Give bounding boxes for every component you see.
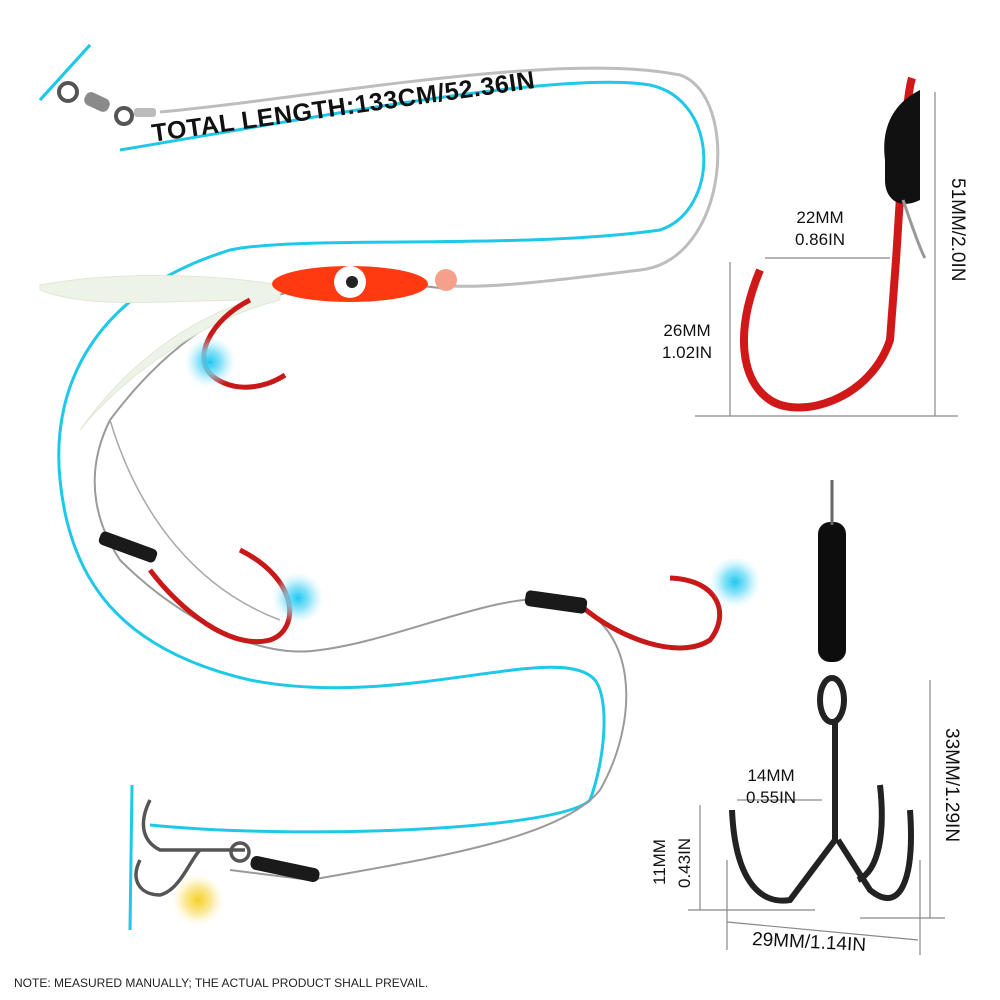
highlight-dot bbox=[272, 572, 324, 624]
highlight-dot bbox=[709, 556, 761, 608]
top-hook-length-label: 51MM/2.0IN bbox=[947, 178, 968, 282]
main-line bbox=[159, 66, 720, 288]
treble-length-label: 33MM/1.29IN bbox=[941, 728, 962, 843]
dimension-lines bbox=[688, 92, 958, 955]
squid-skirt bbox=[39, 275, 281, 431]
top-hook-gap-label: 22MM 0.86IN bbox=[795, 207, 845, 251]
start-marker bbox=[38, 43, 92, 102]
end-marker bbox=[128, 784, 134, 931]
gap-mm: 14MM bbox=[747, 766, 795, 785]
large-treble-hook bbox=[729, 480, 914, 904]
top-hook-height-label: 26MM 1.02IN bbox=[662, 320, 712, 364]
length-guide-curve bbox=[38, 43, 706, 834]
squid-lure bbox=[272, 266, 457, 302]
highlight-dot bbox=[184, 336, 236, 388]
swivel bbox=[57, 81, 156, 126]
treble-height-in-label: 0.43IN bbox=[675, 837, 694, 888]
highlight-dot bbox=[172, 874, 224, 926]
measurement-note: NOTE: MEASURED MANUALLY; THE ACTUAL PROD… bbox=[14, 976, 429, 990]
gap-in: 0.55IN bbox=[746, 788, 797, 807]
height-mm: 26MM bbox=[663, 321, 711, 340]
small-treble-hook bbox=[134, 799, 251, 897]
red-hook-2 bbox=[148, 547, 293, 644]
large-red-hook bbox=[740, 76, 927, 412]
height-in: 1.02IN bbox=[662, 343, 713, 362]
gap-mm: 22MM bbox=[796, 208, 844, 227]
red-hook-3 bbox=[578, 575, 722, 651]
treble-gap-label: 14MM 0.55IN bbox=[746, 765, 796, 809]
leader-line bbox=[93, 282, 628, 882]
treble-height-mm-label: 11MM bbox=[650, 839, 669, 885]
gap-in: 0.86IN bbox=[795, 230, 846, 249]
